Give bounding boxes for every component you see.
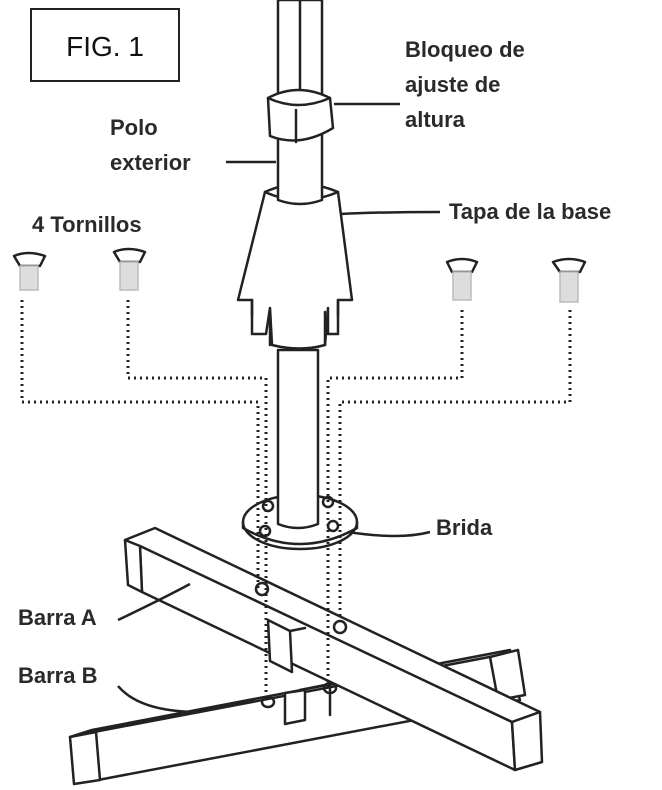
flange-hole-1 [261,499,275,513]
label-height-lock-line3: altura [405,107,466,132]
label-base-cap: Tapa de la base [449,199,611,224]
label-height-lock: Bloqueo de ajuste de altura [405,37,531,132]
label-height-lock-line1: Bloqueo de [405,37,525,62]
bar-a-hole-left [254,581,270,597]
screw-3 [445,257,479,301]
bar-b-hole-left [260,695,276,709]
figure-number-box: FIG. 1 [30,8,180,82]
alignment-dotted-lines [20,300,572,700]
base-cap [236,182,354,350]
label-outer-pole: Polo exterior [110,115,191,175]
label-outer-pole-line1: Polo [110,115,158,140]
figure-number-label: FIG. 1 [66,31,144,62]
label-flange: Brida [436,515,493,540]
label-height-lock-line2: ajuste de [405,72,500,97]
label-bar-b: Barra B [18,663,97,688]
height-lock-collar [266,88,335,144]
label-outer-pole-line2: exterior [110,150,191,175]
screw-4 [551,257,587,303]
screw-1 [12,251,47,291]
label-bar-a: Barra A [18,605,97,630]
label-screws: 4 Tornillos [32,212,142,237]
leader-lines [117,102,441,714]
inner-pole [276,348,320,530]
screw-2 [112,247,147,291]
